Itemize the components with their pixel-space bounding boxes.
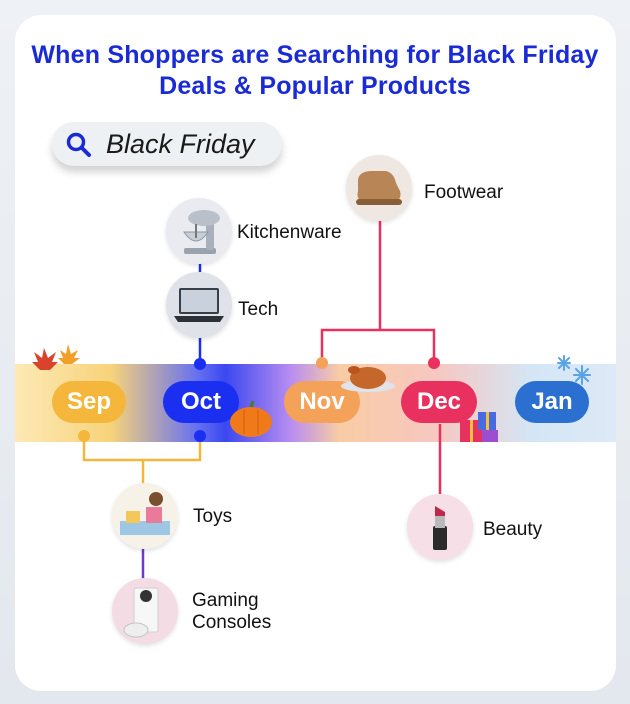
footwear-image [346,155,412,221]
footwear-label: Footwear [424,182,504,203]
month-pill-jan: Jan [515,381,589,423]
month-pill-nov: Nov [284,381,360,423]
tech-image [166,272,232,338]
gift-icon [460,412,498,442]
search-query: Black Friday [106,129,255,159]
tech-label: Tech [238,299,279,320]
toys-label: Toys [193,506,233,527]
gaming-consoles-image [112,578,178,644]
kitchenware-image [166,198,232,264]
kitchenware-label: Kitchenware [237,222,342,243]
search-icon [66,132,91,157]
page-title: When Shoppers are Searching for Black Fr… [31,41,599,100]
toys-image [112,483,178,549]
beauty-label: Beauty [483,519,543,540]
month-pill-sep: Sep [52,381,126,423]
pumpkin-icon [230,400,272,437]
maple-leaf-icon [32,344,80,370]
month-pill-oct: Oct [163,381,239,423]
beauty-image [407,494,473,560]
month-pill-dec: Dec [401,381,477,423]
snowflake-icon [557,355,591,385]
search-bar[interactable]: Black Friday [52,122,282,166]
gaming-consoles-label: Gaming Consoles [192,590,272,633]
turkey-icon [341,366,395,392]
